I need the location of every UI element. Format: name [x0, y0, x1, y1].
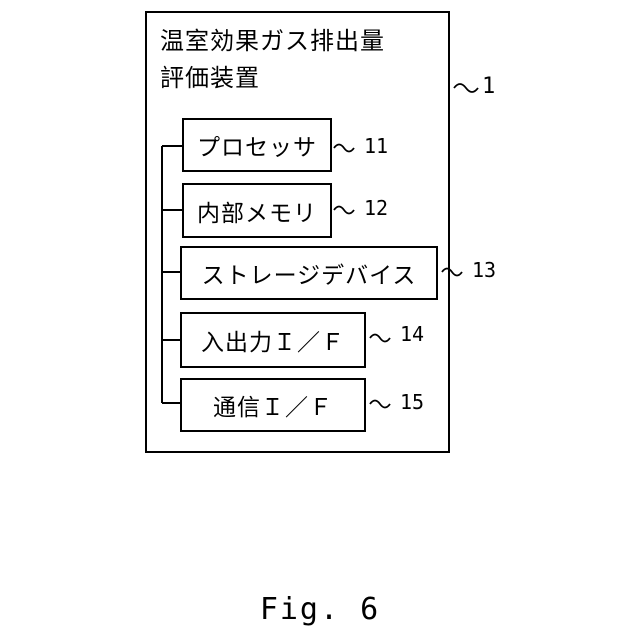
component-ref-14: 14 [400, 322, 424, 346]
figure-caption: Fig. 6 [0, 592, 640, 627]
component-ref-12: 12 [364, 196, 388, 220]
component-io-interface-box: 入出力Ｉ／Ｆ [180, 312, 366, 368]
component-ref-11: 11 [364, 134, 388, 158]
device-title-line1: 温室効果ガス排出量 [160, 26, 385, 56]
device-ref-number: 1 [482, 74, 495, 99]
component-comm-interface-box: 通信Ｉ／Ｆ [180, 378, 366, 432]
component-internal-memory-box: 内部メモリ [182, 183, 332, 238]
component-processor-box: プロセッサ [182, 118, 332, 172]
component-storage-device-box: ストレージデバイス [180, 246, 438, 300]
component-ref-15: 15 [400, 390, 424, 414]
device-title-line2: 評価装置 [160, 63, 260, 93]
component-ref-13: 13 [472, 258, 496, 282]
